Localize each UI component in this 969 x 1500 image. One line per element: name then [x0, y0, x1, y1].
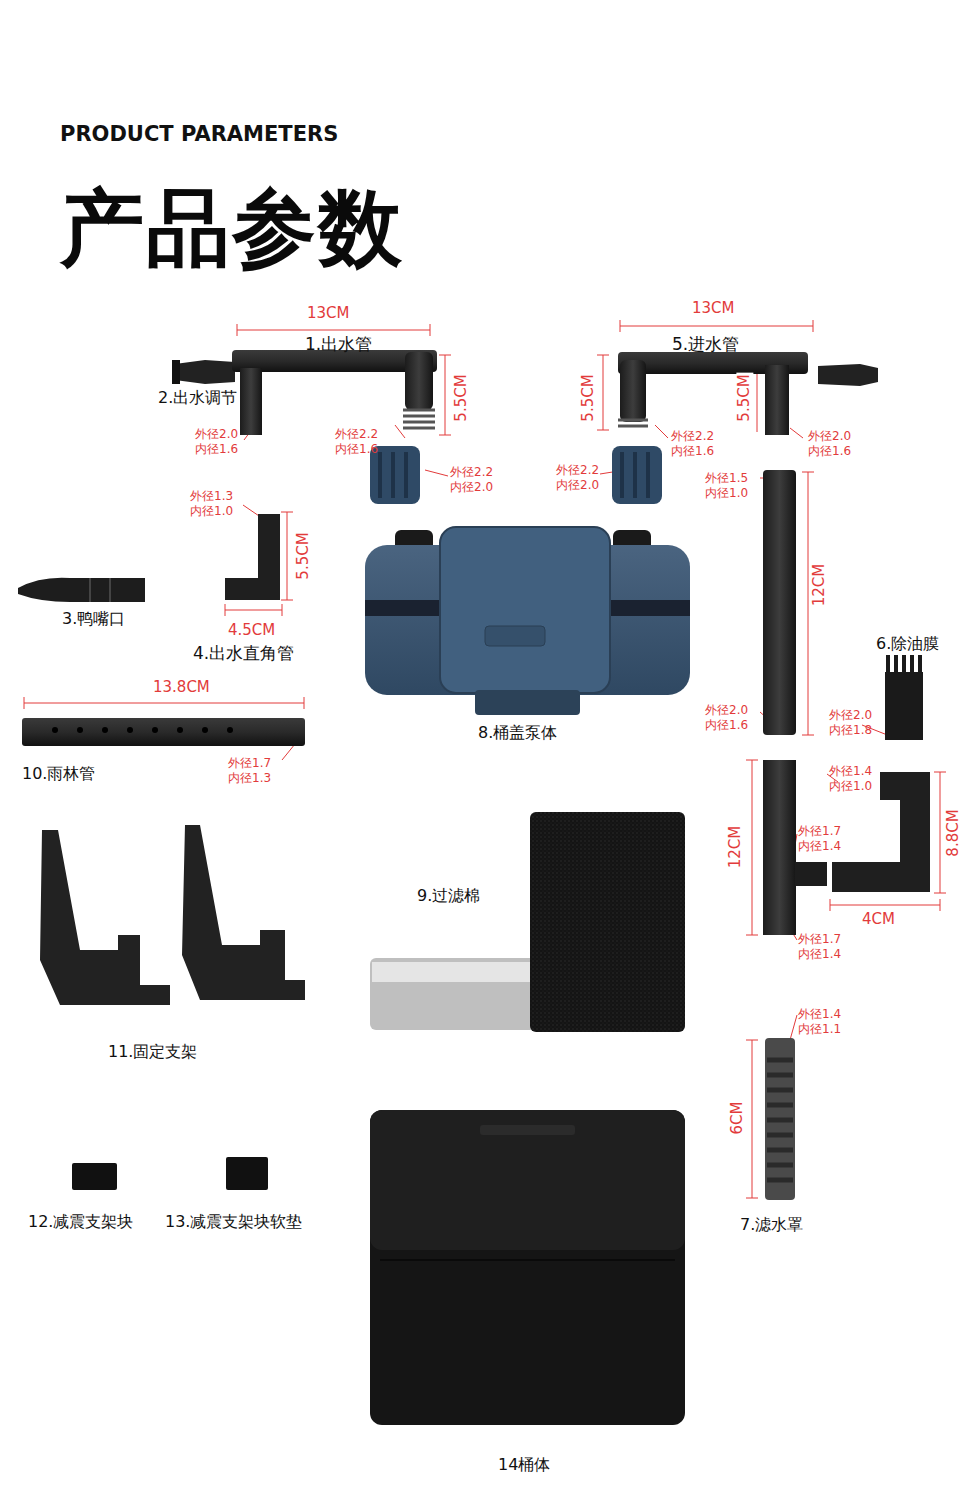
dimension-label: 内径1.3 [228, 772, 271, 786]
dimension-label: 外径2.0 [808, 430, 851, 444]
dimension-label: 6CM [729, 1100, 746, 1137]
damper-blocks [72, 1157, 268, 1190]
pump-head [365, 527, 690, 715]
part-label: 10.雨林管 [22, 765, 95, 783]
dimension-label: 内径2.0 [450, 481, 493, 495]
dimension-label: 外径1.3 [190, 490, 233, 504]
part-label: 2.出水调节 [158, 389, 237, 407]
part-label: 1.出水管 [305, 335, 372, 355]
part-label: 6.除油膜 [876, 635, 939, 653]
dimension-label: 外径1.7 [228, 757, 271, 771]
dimension-label: 外径2.2 [556, 464, 599, 478]
dimension-label: 内径1.4 [798, 840, 841, 854]
dimension-label: 外径1.7 [798, 825, 841, 839]
part-label: 4.出水直角管 [193, 644, 294, 664]
part-label: 7.滤水罩 [740, 1216, 803, 1234]
part-label: 5.进水管 [672, 335, 739, 355]
dimension-label: 外径1.7 [798, 933, 841, 947]
brackets [40, 825, 305, 1005]
dimension-label: 外径2.0 [705, 704, 748, 718]
dimension-label: 内径1.8 [829, 724, 872, 738]
dimension-label: 外径2.2 [671, 430, 714, 444]
part-label: 11.固定支架 [108, 1043, 197, 1061]
dimension-label: 5.5CM [453, 372, 470, 423]
dimension-label: 13CM [692, 300, 735, 317]
dimension-label: 内径2.0 [556, 479, 599, 493]
dimension-label: 5.5CM [580, 372, 597, 423]
dimension-label: 内径1.6 [195, 443, 238, 457]
part-label: 12.减震支架块 [28, 1213, 133, 1231]
dimension-label: 外径2.2 [450, 466, 493, 480]
dimension-label: 内径1.0 [190, 505, 233, 519]
part-label: 13.减震支架块软垫 [165, 1213, 302, 1231]
dimension-label: 4CM [862, 911, 895, 928]
dimension-lines [24, 320, 946, 1198]
blue-caps [370, 446, 662, 504]
part-label: 9.过滤棉 [417, 887, 480, 905]
dimension-label: 13.8CM [153, 679, 210, 696]
part-label: 14桶体 [498, 1456, 550, 1474]
dimension-label: 4.5CM [228, 622, 275, 639]
page-title: 产品参数 [60, 180, 404, 277]
canister-body [370, 1110, 685, 1425]
dimension-label: 内径1.0 [705, 487, 748, 501]
dimension-label: 12CM [727, 824, 744, 871]
dimension-label: 外径2.0 [829, 709, 872, 723]
dimension-label: 内径1.6 [705, 719, 748, 733]
dimension-label: 外径1.4 [829, 765, 872, 779]
dimension-label: 内径1.6 [808, 445, 851, 459]
dimension-label: 内径1.6 [335, 443, 378, 457]
dimension-label: 外径1.5 [705, 472, 748, 486]
dimension-label: 内径1.4 [798, 948, 841, 962]
part-label: PRODUCT PARAMETERS [60, 122, 338, 146]
dimension-label: 5.5CM [295, 530, 312, 581]
dimension-label: 内径1.0 [829, 780, 872, 794]
small-parts [18, 470, 930, 1200]
part-label: 3.鸭嘴口 [62, 610, 125, 628]
dimension-label: 内径1.1 [798, 1023, 841, 1037]
dimension-label: 8.8CM [945, 807, 962, 858]
inlet-pipe [618, 352, 878, 435]
filter-sponge [370, 812, 685, 1032]
dimension-label: 外径1.4 [798, 1008, 841, 1022]
dimension-label: 12CM [811, 562, 828, 609]
part-label: 8.桶盖泵体 [478, 724, 557, 742]
dimension-label: 13CM [307, 305, 350, 322]
dimension-label: 内径1.6 [671, 445, 714, 459]
dimension-label: 5.5CM [736, 372, 753, 423]
dimension-label: 外径2.0 [195, 428, 238, 442]
dimension-label: 外径2.2 [335, 428, 378, 442]
